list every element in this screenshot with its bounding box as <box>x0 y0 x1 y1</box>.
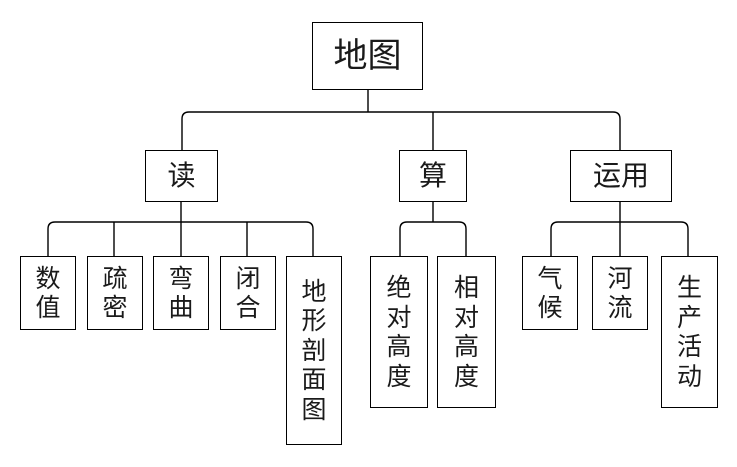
leaf-char: 闭 <box>235 263 261 293</box>
leaf-char: 对 <box>386 302 412 332</box>
node-branch-du[interactable]: 读 <box>145 150 218 202</box>
leaf-char: 疏 <box>102 263 128 293</box>
leaf-char: 相 <box>453 273 479 302</box>
leaf-char: 对 <box>453 302 479 332</box>
leaf-char: 河 <box>607 263 633 293</box>
leaf-char: 动 <box>676 361 702 391</box>
leaf-char: 面 <box>301 365 327 395</box>
edge-bus-suan <box>399 221 467 256</box>
leaf-char: 形 <box>301 306 327 336</box>
node-root-label: 地图 <box>333 36 402 76</box>
leaf-char: 度 <box>386 361 412 391</box>
node-root-ditu[interactable]: 地图 <box>312 22 423 90</box>
leaf-char: 候 <box>537 293 563 322</box>
leaf-char: 度 <box>453 361 479 391</box>
leaf-char: 弯 <box>168 263 194 293</box>
node-branch-suan-label: 算 <box>418 159 447 192</box>
node-leaf-wanqu[interactable]: 弯 曲 <box>153 256 209 330</box>
leaf-char: 地 <box>301 276 327 306</box>
node-leaf-dixing-poumiantu[interactable]: 地 形 剖 面 图 <box>286 256 342 445</box>
leaf-char: 气 <box>537 263 563 293</box>
leaf-char: 数 <box>35 263 61 293</box>
node-leaf-heliu[interactable]: 河 流 <box>592 256 648 330</box>
node-leaf-shengchan-huodong[interactable]: 生 产 活 动 <box>661 256 718 408</box>
leaf-char: 密 <box>102 293 128 322</box>
node-leaf-xiangdui-gaodu[interactable]: 相 对 高 度 <box>437 256 496 408</box>
leaf-char: 活 <box>676 332 702 361</box>
node-branch-yunyong[interactable]: 运用 <box>570 150 672 202</box>
leaf-char: 值 <box>35 293 61 322</box>
leaf-char: 剖 <box>301 335 327 365</box>
leaf-char: 流 <box>607 293 633 322</box>
leaf-char: 产 <box>676 302 702 332</box>
node-leaf-shumi[interactable]: 疏 密 <box>87 256 143 330</box>
leaf-char: 绝 <box>386 273 412 302</box>
node-leaf-qihou[interactable]: 气 候 <box>522 256 578 330</box>
node-leaf-shuzhi[interactable]: 数 值 <box>20 256 76 330</box>
leaf-char: 高 <box>386 332 412 361</box>
leaf-char: 合 <box>235 293 261 322</box>
node-branch-yunyong-label: 运用 <box>592 159 649 192</box>
edge-bus-yunyong <box>550 221 689 256</box>
node-leaf-bihe[interactable]: 闭 合 <box>220 256 276 330</box>
edge-bus-du <box>47 221 314 256</box>
leaf-char: 生 <box>676 273 702 302</box>
node-branch-suan[interactable]: 算 <box>399 150 467 202</box>
edge-bus-level1 <box>181 111 621 150</box>
node-branch-du-label: 读 <box>167 159 196 192</box>
leaf-char: 曲 <box>168 293 194 322</box>
leaf-char: 高 <box>453 332 479 361</box>
node-leaf-juedui-gaodu[interactable]: 绝 对 高 度 <box>370 256 428 408</box>
leaf-char: 图 <box>301 394 327 424</box>
